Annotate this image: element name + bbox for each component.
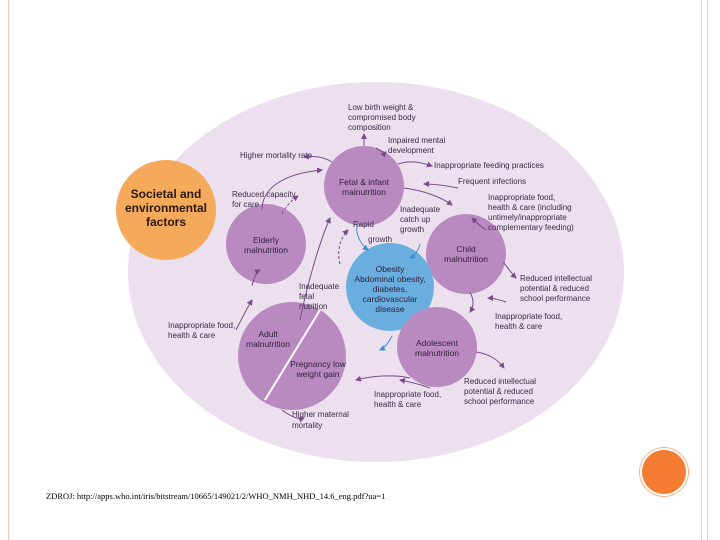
obesity-label-2: Abdominal obesity, bbox=[354, 274, 425, 284]
obesity-node bbox=[346, 243, 434, 331]
reduced-intellectual-1-label-2: potential & reduced bbox=[520, 284, 589, 293]
food-child-label-3: untimely/inappropriate bbox=[488, 213, 567, 222]
adult-label-2: malnutrition bbox=[246, 339, 290, 349]
elderly-node bbox=[226, 204, 306, 284]
low-birth-label-1: Low birth weight & bbox=[348, 103, 414, 112]
slide-frame-right bbox=[701, 0, 702, 540]
food-child-label-4: complementary feeding) bbox=[488, 223, 574, 232]
inadequate-catch-label-3: growth bbox=[400, 225, 424, 234]
frequent-infections-label: Frequent infections bbox=[458, 177, 526, 186]
fetal-label-1: Fetal & infant bbox=[339, 177, 390, 187]
dashed-arrow-capacity bbox=[281, 195, 299, 215]
child-label-2: malnutrition bbox=[444, 254, 488, 264]
blue-arrow-adolescent bbox=[379, 335, 393, 351]
elderly-label-1: Elderly bbox=[253, 235, 280, 245]
reduced-capacity-label-2: for care bbox=[232, 200, 260, 209]
impaired-mental-label-2: development bbox=[388, 146, 435, 155]
food-child-label-1: Inappropriate food, bbox=[488, 193, 555, 202]
pregnancy-label-2: weight gain bbox=[295, 369, 339, 379]
slide-frame-left bbox=[8, 0, 9, 540]
food-health-right-label-1: Inappropriate food, bbox=[495, 312, 562, 321]
societal-label-1: Societal and bbox=[131, 187, 202, 201]
obesity-label-1: Obesity bbox=[376, 264, 406, 274]
fetal-infant-node bbox=[324, 146, 404, 226]
societal-label-3: factors bbox=[146, 215, 186, 229]
inadequate-catch-label-1: Inadequate bbox=[400, 205, 441, 214]
higher-maternal-label-1: Higher maternal bbox=[292, 410, 349, 419]
obesity-label-3: diabetes, bbox=[373, 284, 408, 294]
societal-factors-circle bbox=[116, 160, 216, 260]
inadequate-catch-label-2: catch up bbox=[400, 215, 431, 224]
inadequate-fetal-label-2: fetal bbox=[299, 292, 314, 301]
adolescent-node bbox=[397, 307, 477, 387]
reduced-intellectual-2-label-3: school performance bbox=[464, 397, 535, 406]
rapid-label: Rapid bbox=[353, 220, 374, 229]
inadequate-fetal-label-3: nutrition bbox=[299, 302, 327, 311]
higher-mortality-label: Higher mortality rate bbox=[240, 151, 313, 160]
inappropriate-feeding-label: Inappropriate feeding practices bbox=[434, 161, 544, 170]
growth-label: growth bbox=[368, 235, 392, 244]
obesity-label-5: disease bbox=[375, 304, 405, 314]
food-health-left-label-2: health & care bbox=[168, 331, 216, 340]
impaired-mental-label-1: Impaired mental bbox=[388, 136, 446, 145]
accent-circle bbox=[642, 450, 686, 494]
reduced-intellectual-1-label-1: Reduced intellectual bbox=[520, 274, 592, 283]
slide-frame-right-outer bbox=[707, 0, 708, 540]
diagram-arrows bbox=[235, 133, 517, 423]
higher-maternal-label-2: mortality bbox=[292, 421, 322, 430]
low-birth-label-2: compromised body bbox=[348, 113, 416, 122]
child-label-1: Child bbox=[456, 244, 476, 254]
low-birth-label-3: composition bbox=[348, 123, 391, 132]
adult-pregnancy-divider bbox=[264, 309, 321, 401]
obesity-label-4: cardiovascular bbox=[363, 294, 418, 304]
reduced-intellectual-2-label-1: Reduced intellectual bbox=[464, 377, 536, 386]
elderly-label-2: malnutrition bbox=[244, 245, 288, 255]
reduced-capacity-label-1: Reduced capacity bbox=[232, 190, 296, 199]
reduced-intellectual-2-label-2: potential & reduced bbox=[464, 387, 533, 396]
blue-arrow-rapid-growth bbox=[356, 221, 369, 251]
blue-arrow-child bbox=[409, 243, 421, 259]
reduced-intellectual-1-label-3: school performance bbox=[520, 294, 591, 303]
adult-label-1: Adult bbox=[258, 329, 278, 339]
fetal-label-2: malnutrition bbox=[342, 187, 386, 197]
child-node bbox=[426, 214, 506, 294]
adolescent-label-1: Adolescent bbox=[416, 338, 459, 348]
food-health-right-label-2: health & care bbox=[495, 322, 543, 331]
societal-label-2: environmental bbox=[125, 201, 207, 215]
source-citation: ZDROJ: http://apps.who.int/iris/bitstrea… bbox=[46, 491, 386, 501]
food-health-bottom-label-1: Inappropriate food, bbox=[374, 390, 441, 399]
food-child-label-2: health & care (including bbox=[488, 203, 572, 212]
food-health-left-label-1: Inappropriate food, bbox=[168, 321, 235, 330]
dashed-arrow-fetal bbox=[338, 229, 349, 265]
adolescent-label-2: malnutrition bbox=[415, 348, 459, 358]
food-health-bottom-label-2: health & care bbox=[374, 400, 422, 409]
inadequate-fetal-label-1: Inadequate bbox=[299, 282, 340, 291]
pregnancy-label-1: Pregnancy low bbox=[290, 359, 347, 369]
